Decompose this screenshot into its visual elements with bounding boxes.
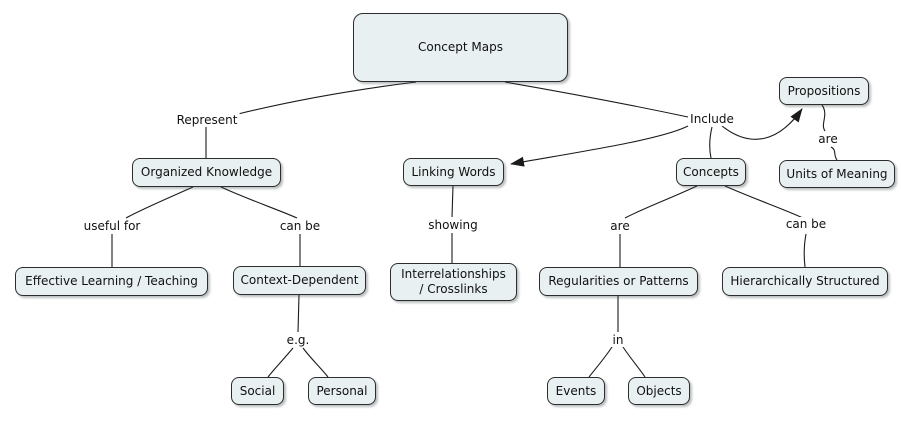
edge-organized-knowledge-can-be-left — [220, 186, 298, 219]
linking-phrase-in[interactable]: in — [610, 333, 626, 347]
node-social[interactable]: Social — [231, 377, 284, 405]
node-propositions[interactable]: Propositions — [779, 77, 869, 105]
edge-concepts-can-be-right — [724, 185, 804, 219]
linking-phrase-useful-for[interactable]: useful for — [81, 219, 143, 233]
node-effective-learning-teaching[interactable]: Effective Learning / Teaching — [15, 267, 208, 296]
node-units-of-meaning[interactable]: Units of Meaning — [779, 160, 895, 188]
node-regularities-or-patterns[interactable]: Regularities or Patterns — [539, 267, 698, 296]
edge-concept-maps-include — [504, 81, 689, 118]
edge-in-events — [588, 346, 613, 378]
edge-can-be-right-hierarchically-structured — [803, 233, 807, 268]
edge-include-concepts — [709, 126, 713, 159]
edge-eg-personal — [302, 347, 329, 378]
node-concepts[interactable]: Concepts — [676, 158, 746, 186]
edge-include-linking-words — [510, 125, 689, 167]
edge-in-objects — [622, 346, 646, 378]
edge-propositions-are-propositions — [821, 104, 826, 132]
linking-phrase-showing[interactable]: showing — [426, 218, 480, 232]
edge-context-dependent-eg — [297, 294, 300, 333]
linking-phrase-represent[interactable]: Represent — [174, 113, 240, 127]
edge-linking-words-showing — [451, 185, 454, 218]
node-events[interactable]: Events — [547, 377, 605, 405]
node-concept-maps[interactable]: Concept Maps — [353, 13, 568, 82]
node-linking-words[interactable]: Linking Words — [403, 158, 504, 186]
node-context-dependent[interactable]: Context-Dependent — [233, 266, 366, 295]
edge-concept-maps-represent — [237, 81, 417, 115]
linking-phrase-include[interactable]: Include — [688, 112, 736, 126]
edge-organized-knowledge-useful-for — [125, 186, 194, 219]
edge-are-propositions-units-of-meaning — [830, 146, 838, 161]
linking-phrase-are-concepts[interactable]: are — [608, 219, 632, 233]
linking-phrase-are-propositions[interactable]: are — [816, 132, 840, 146]
linking-phrase-can-be-left[interactable]: can be — [277, 219, 323, 233]
edge-eg-social — [267, 347, 294, 378]
node-interrelationships-crosslinks[interactable]: Interrelationships / Crosslinks — [390, 263, 517, 301]
node-objects[interactable]: Objects — [628, 377, 690, 405]
linking-phrase-can-be-right[interactable]: can be — [783, 217, 829, 231]
node-organized-knowledge[interactable]: Organized Knowledge — [132, 158, 281, 187]
linking-phrase-eg[interactable]: e.g. — [284, 333, 312, 347]
edge-concepts-are-concepts — [624, 185, 698, 219]
node-hierarchically-structured[interactable]: Hierarchically Structured — [722, 267, 888, 296]
node-personal[interactable]: Personal — [308, 377, 376, 405]
